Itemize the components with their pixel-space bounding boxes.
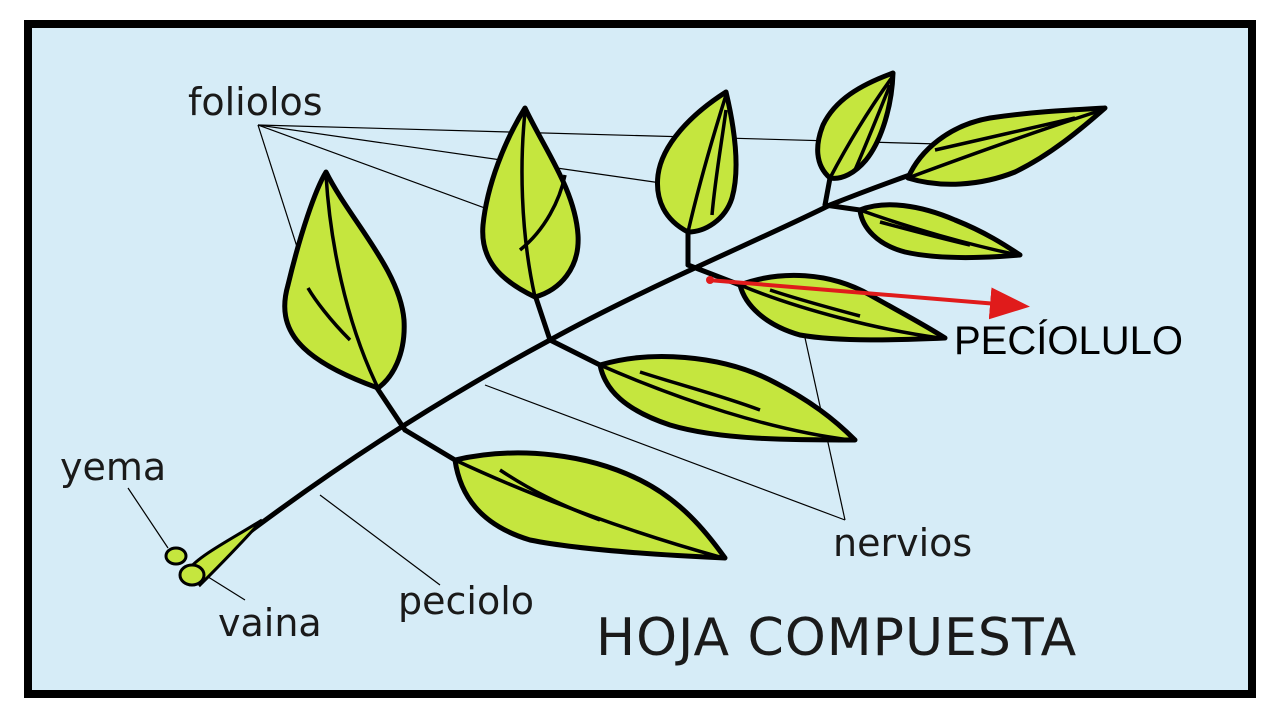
petiolule-2 (402, 427, 458, 463)
label-vaina: vaina (218, 601, 322, 645)
vaina-shape (186, 518, 264, 588)
yema-bud (164, 546, 188, 566)
vaina-base (178, 563, 206, 587)
leaf-base (164, 518, 264, 588)
leaflet-8 (905, 105, 1108, 187)
label-yema: yema (60, 445, 166, 489)
label-foliolos: foliolos (188, 80, 323, 124)
leader-vaina (204, 574, 246, 601)
diagram-title: HOJA COMPUESTA (596, 608, 1077, 668)
leader-nervios-2 (484, 384, 846, 521)
petiolule-1 (372, 382, 408, 433)
arrow-origin-dot (706, 276, 714, 284)
petiolule-4 (547, 337, 603, 368)
peciolulo-arrow (707, 278, 1030, 320)
leader-peciolo (319, 494, 441, 586)
leaflet-2 (452, 450, 728, 561)
leader-foliolos-3 (257, 124, 676, 186)
leaflet-3 (480, 105, 581, 300)
leaflet-5 (654, 89, 739, 235)
label-nervios: nervios (833, 521, 972, 565)
leaflet-7 (815, 70, 896, 181)
label-peciolulo: PECÍOLULO (954, 318, 1183, 363)
leaflet-6 (737, 272, 948, 343)
leaflets (282, 70, 1108, 561)
leaflet-9 (857, 202, 1023, 261)
petiolule-3 (532, 292, 553, 343)
label-peciolo: peciolo (398, 579, 534, 623)
petiolule-8 (822, 202, 863, 213)
leaflet-4 (597, 354, 858, 443)
leader-yema (127, 487, 169, 549)
petiolule-7 (822, 175, 833, 208)
leaflet-1 (282, 169, 407, 391)
